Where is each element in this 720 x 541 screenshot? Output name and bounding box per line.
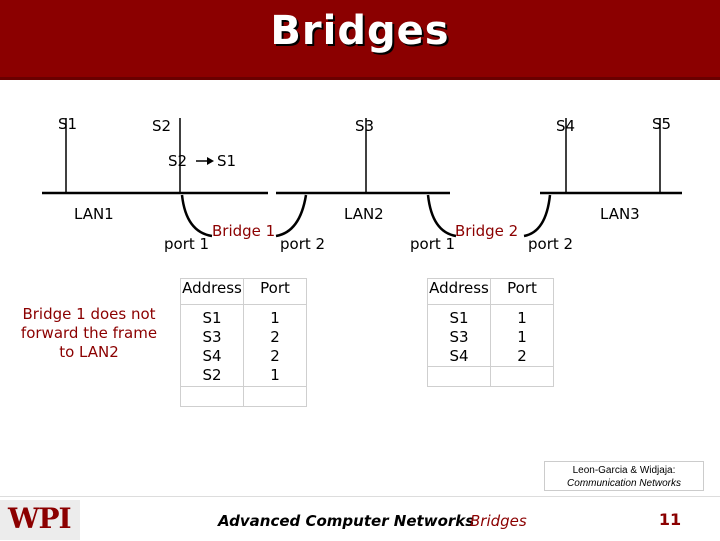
frame-source-label: S2 (168, 152, 188, 170)
table-body-row: S1 S3 S4 S2 1 2 2 1 (180, 304, 307, 387)
frame-arrow-head (207, 157, 214, 165)
address-column: S1 S3 S4 S2 (180, 304, 244, 387)
lan2-label: LAN2 (344, 205, 384, 223)
bridge2-label: Bridge 2 (455, 222, 519, 240)
table-empty-row (180, 386, 307, 407)
table-cell: S2 (202, 366, 222, 384)
slide-title: Bridges (270, 8, 450, 54)
port-header: Port (243, 278, 307, 305)
bridge1-port1-label: port 1 (164, 235, 210, 253)
table-cell: S3 (202, 328, 222, 346)
bridge2-forwarding-table: Address Port S1 S3 S4 1 1 2 (427, 278, 554, 387)
table-cell: 1 (270, 309, 280, 327)
table-empty-row (427, 366, 554, 387)
forwarding-note: Bridge 1 does not forward the frame to L… (20, 305, 158, 361)
table-cell: 1 (270, 366, 280, 384)
port-header: Port (490, 278, 554, 305)
page-number: 11 (658, 510, 682, 529)
bridge2-port1-label: port 1 (410, 235, 456, 253)
station-s3-label: S3 (355, 117, 375, 135)
table-cell: S1 (449, 309, 469, 327)
bridge2-port2-label: port 2 (528, 235, 574, 253)
lan1-label: LAN1 (74, 205, 114, 223)
bridge1-forwarding-table: Address Port S1 S3 S4 S2 1 2 2 1 (180, 278, 307, 407)
table-cell: S4 (449, 347, 469, 365)
bridge2-port1-link (426, 194, 457, 238)
citation-book: Communication Networks (567, 478, 681, 489)
table-cell: 2 (270, 347, 280, 365)
table-cell: 1 (517, 328, 527, 346)
bridge2-port2-link (523, 194, 552, 238)
citation-box: Leon-Garcia & Widjaja: Communication Net… (544, 461, 704, 491)
bridge1-port1-link (180, 194, 213, 238)
table-cell: S3 (449, 328, 469, 346)
table-header-row: Address Port (180, 278, 307, 305)
station-s4-label: S4 (556, 117, 576, 135)
port-column: 1 2 2 1 (243, 304, 307, 387)
bridge1-label: Bridge 1 (212, 222, 276, 240)
table-cell: 2 (270, 328, 280, 346)
station-s2-label: S2 (152, 117, 172, 135)
footer (0, 496, 720, 541)
table-header-row: Address Port (427, 278, 554, 305)
bridge1-port2-link (275, 194, 308, 238)
lan3-label: LAN3 (600, 205, 640, 223)
wpi-logo: WPI (0, 500, 80, 540)
port-column: 1 1 2 (490, 304, 554, 367)
bridge1-port2-label: port 2 (280, 235, 326, 253)
table-cell: S4 (202, 347, 222, 365)
title-bar (0, 0, 720, 80)
table-cell: 1 (517, 309, 527, 327)
address-header: Address (180, 278, 244, 305)
frame-destination-label: S1 (217, 152, 237, 170)
address-column: S1 S3 S4 (427, 304, 491, 367)
station-s5-label: S5 (652, 115, 672, 133)
table-cell: S1 (202, 309, 222, 327)
table-body-row: S1 S3 S4 1 1 2 (427, 304, 554, 367)
logo-text: WPI (8, 502, 72, 535)
table-cell: 2 (517, 347, 527, 365)
footer-topic: Bridges (470, 512, 527, 530)
station-s1-label: S1 (58, 115, 78, 133)
footer-course-title: Advanced Computer Networks (218, 512, 475, 530)
citation-authors: Leon-Garcia & Widjaja: (572, 465, 676, 476)
address-header: Address (427, 278, 491, 305)
